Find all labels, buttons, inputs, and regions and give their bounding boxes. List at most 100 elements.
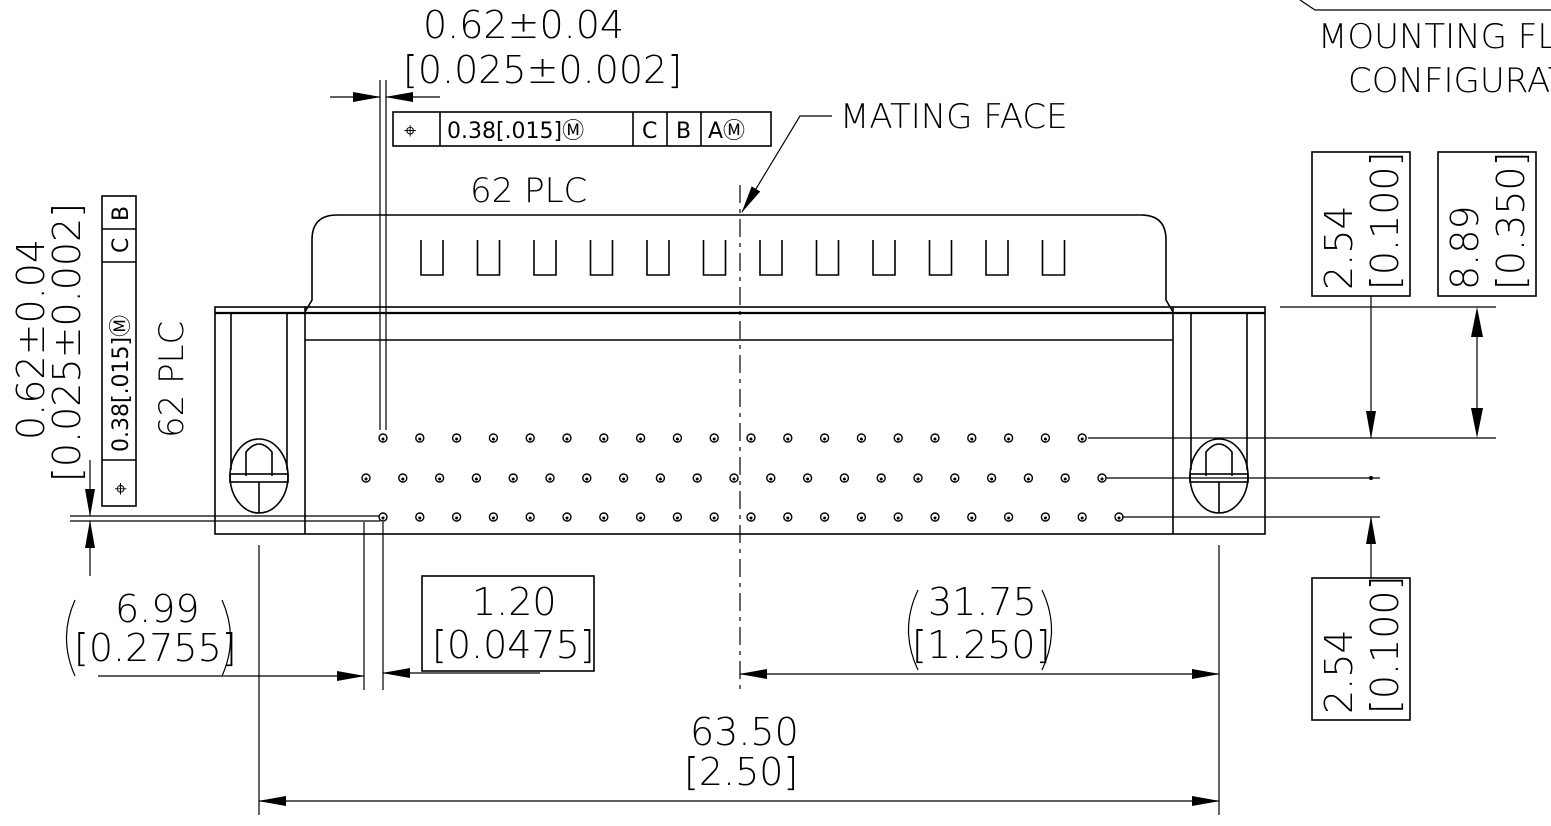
top-feature-control-frame: ⌖ 0.38[.015]Ⓜ C B AⓂ	[392, 111, 772, 147]
contact-pin	[672, 433, 683, 443]
contact-pin	[635, 433, 646, 443]
key-slot	[646, 240, 670, 276]
contact-pin	[655, 473, 666, 483]
left-pitch-mm: 0.62±0.04	[9, 239, 53, 440]
contact-pin	[1060, 473, 1070, 483]
contact-pin	[398, 473, 408, 483]
left-fcf-datum-c: C	[109, 238, 134, 253]
top-plc-label: 62 PLC	[470, 171, 587, 211]
contact-pin	[856, 433, 867, 443]
left-fcf-tolerance: 0.38[.015]Ⓜ	[109, 315, 134, 452]
contact-pin	[876, 473, 886, 483]
contact-pin	[783, 512, 793, 522]
contact-pin	[930, 433, 940, 443]
contact-pin	[930, 512, 940, 522]
mating-face-leader	[741, 115, 832, 213]
flange-height-box	[1437, 151, 1537, 297]
flange-height-mm: 8.89	[1443, 205, 1487, 290]
contact-pin	[856, 512, 867, 522]
left-offset-mm: 6.99	[115, 587, 200, 631]
contact-pin	[451, 512, 462, 522]
right-dimensions: 2.54 [0.100] 8.89 [0.350] 2.54 [0.100]	[1088, 151, 1537, 721]
top-pitch-dimension: 0.62±0.04 [0.025±0.002]	[330, 3, 682, 430]
fcf-datum-b: B	[676, 119, 691, 144]
key-slot	[589, 240, 614, 276]
mount-span-inch: [2.50]	[684, 750, 798, 794]
contact-pin	[746, 433, 756, 443]
lower-pitch-mm: 2.54	[1317, 629, 1361, 714]
upper-pitch-mm: 2.54	[1317, 205, 1361, 290]
contact-pin	[1097, 473, 1107, 483]
upper-pitch-inch: [0.100]	[1363, 152, 1407, 290]
contact-pin	[434, 473, 445, 483]
contact-pin	[746, 512, 756, 522]
left-fcf-box	[101, 195, 137, 507]
contact-pin	[709, 512, 719, 522]
contact-pin	[913, 473, 923, 483]
contact-pin	[1040, 433, 1051, 443]
key-slot	[420, 240, 444, 276]
left-fcf-datum-b: B	[109, 206, 134, 221]
contact-pin	[635, 512, 646, 522]
top-pitch-mm: 0.62±0.04	[423, 3, 624, 47]
mount-span-mm: 63.50	[690, 710, 799, 754]
contact-pin	[525, 512, 535, 522]
contact-pin	[378, 433, 388, 443]
left-pitch-dimension: 0.62±0.04 [0.025±0.002]	[9, 203, 380, 576]
contact-pin	[819, 512, 830, 522]
title-block-frame	[1299, 0, 1551, 11]
top-pitch-inch: [0.025±0.002]	[403, 48, 682, 92]
key-slot	[476, 240, 501, 276]
title-line-2: CONFIGURAT	[1348, 61, 1551, 101]
contact-pin	[967, 512, 977, 522]
stagger-inch: [0.0475]	[432, 623, 595, 667]
left-pitch-inch: [0.025±0.002]	[45, 203, 89, 482]
fcf-box	[392, 111, 772, 147]
title-line-1: MOUNTING FL	[1318, 17, 1551, 57]
contact-pin	[967, 433, 977, 443]
contact-pin	[802, 473, 813, 483]
contact-pin	[562, 433, 572, 443]
connector-body	[214, 185, 1266, 690]
contact-pin	[692, 473, 702, 483]
contact-pin	[819, 433, 830, 443]
key-slot	[985, 240, 1009, 276]
lower-pitch-inch: [0.100]	[1363, 576, 1407, 714]
half-span-inch: [1.250]	[912, 623, 1050, 667]
contact-pin	[893, 512, 903, 522]
contact-pin	[950, 473, 960, 483]
contact-pin	[525, 433, 535, 443]
contact-pin	[599, 433, 609, 443]
key-slot	[533, 240, 557, 276]
flange-height-inch: [0.350]	[1489, 152, 1533, 290]
lower-pitch-box	[1311, 577, 1411, 721]
upper-pitch-box	[1311, 151, 1411, 297]
contact-pin	[361, 473, 371, 483]
key-slot	[872, 240, 896, 276]
contact-pin	[508, 473, 518, 483]
key-slot	[928, 240, 953, 276]
mating-face-label: MATING FACE	[840, 97, 1068, 137]
mating-face-callout: MATING FACE	[741, 97, 1068, 213]
contact-pin	[471, 473, 482, 483]
pin-field	[361, 433, 1124, 522]
key-slot	[1041, 240, 1066, 276]
stagger-box	[421, 575, 595, 672]
contact-pin	[582, 473, 592, 483]
key-slot	[702, 240, 727, 276]
key-slot	[759, 240, 783, 276]
contact-pin	[599, 512, 609, 522]
stagger-mm: 1.20	[472, 580, 557, 624]
left-position-icon: ⌖	[109, 483, 134, 495]
contact-pin	[672, 512, 683, 522]
contact-pin	[1023, 473, 1034, 483]
key-slots	[420, 240, 1066, 276]
fcf-datum-c: C	[642, 119, 657, 144]
board-lock-left	[229, 438, 289, 514]
shell-outline	[304, 214, 1174, 313]
contact-pin	[729, 473, 739, 483]
contact-pin	[545, 473, 555, 483]
contact-pin	[451, 433, 462, 443]
contact-pin	[709, 433, 719, 443]
